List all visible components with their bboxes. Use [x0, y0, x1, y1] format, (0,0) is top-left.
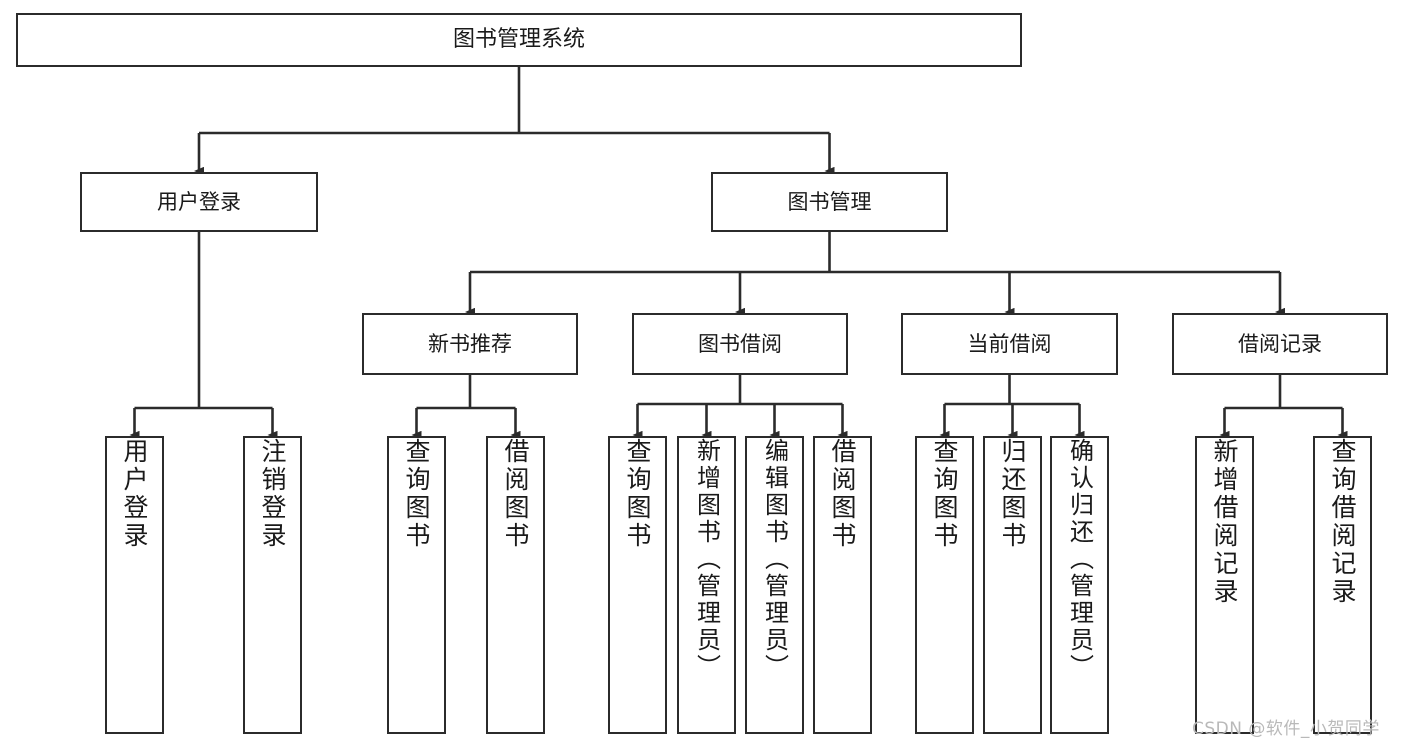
node-label: 注销登录	[258, 438, 287, 550]
csdn-watermark: CSDN @软件_小贺同学	[1192, 719, 1380, 739]
node-leaf-confirm-return[interactable]: 确认归还（管理员）	[1050, 436, 1109, 734]
node-current-borrow[interactable]: 当前借阅	[901, 313, 1118, 375]
node-label: 查询借阅记录	[1328, 438, 1357, 606]
node-label: 用户登录	[120, 438, 149, 550]
node-leaf-return-book[interactable]: 归还图书	[983, 436, 1042, 734]
node-label: 当前借阅	[967, 331, 1052, 356]
node-label: 确认归还（管理员）	[1065, 438, 1094, 681]
node-label: 图书管理	[787, 189, 872, 214]
node-user-login[interactable]: 用户登录	[80, 172, 318, 232]
node-label: 查询图书	[623, 438, 652, 550]
node-leaf-borrow-book-2[interactable]: 借阅图书	[813, 436, 872, 734]
node-label: 借阅记录	[1238, 331, 1322, 356]
node-root[interactable]: 图书管理系统	[16, 13, 1022, 67]
node-label: 新增借阅记录	[1210, 438, 1239, 606]
node-book-borrow[interactable]: 图书借阅	[632, 313, 848, 375]
node-leaf-query-book-1[interactable]: 查询图书	[387, 436, 446, 734]
node-label: 新增图书（管理员）	[692, 438, 721, 681]
node-label: 图书管理系统	[452, 27, 585, 53]
node-leaf-query-book-2[interactable]: 查询图书	[608, 436, 667, 734]
node-leaf-edit-book[interactable]: 编辑图书（管理员）	[745, 436, 804, 734]
node-label: 用户登录	[157, 189, 241, 214]
node-borrow-record[interactable]: 借阅记录	[1172, 313, 1388, 375]
node-label: 新书推荐	[428, 331, 512, 356]
node-label: 借阅图书	[501, 438, 530, 550]
node-leaf-add-record[interactable]: 新增借阅记录	[1195, 436, 1254, 734]
node-leaf-user-login[interactable]: 用户登录	[105, 436, 164, 734]
node-book-management[interactable]: 图书管理	[711, 172, 948, 232]
node-label: 查询图书	[930, 438, 959, 550]
node-leaf-query-record[interactable]: 查询借阅记录	[1313, 436, 1372, 734]
node-leaf-add-book[interactable]: 新增图书（管理员）	[677, 436, 736, 734]
node-label: 编辑图书（管理员）	[760, 438, 789, 681]
node-leaf-borrow-book-1[interactable]: 借阅图书	[486, 436, 545, 734]
node-leaf-logout[interactable]: 注销登录	[243, 436, 302, 734]
node-new-book-recommend[interactable]: 新书推荐	[362, 313, 578, 375]
node-label: 借阅图书	[828, 438, 857, 550]
node-label: 归还图书	[998, 438, 1027, 550]
node-label: 查询图书	[402, 438, 431, 550]
node-leaf-query-book-3[interactable]: 查询图书	[915, 436, 974, 734]
node-label: 图书借阅	[698, 331, 782, 356]
